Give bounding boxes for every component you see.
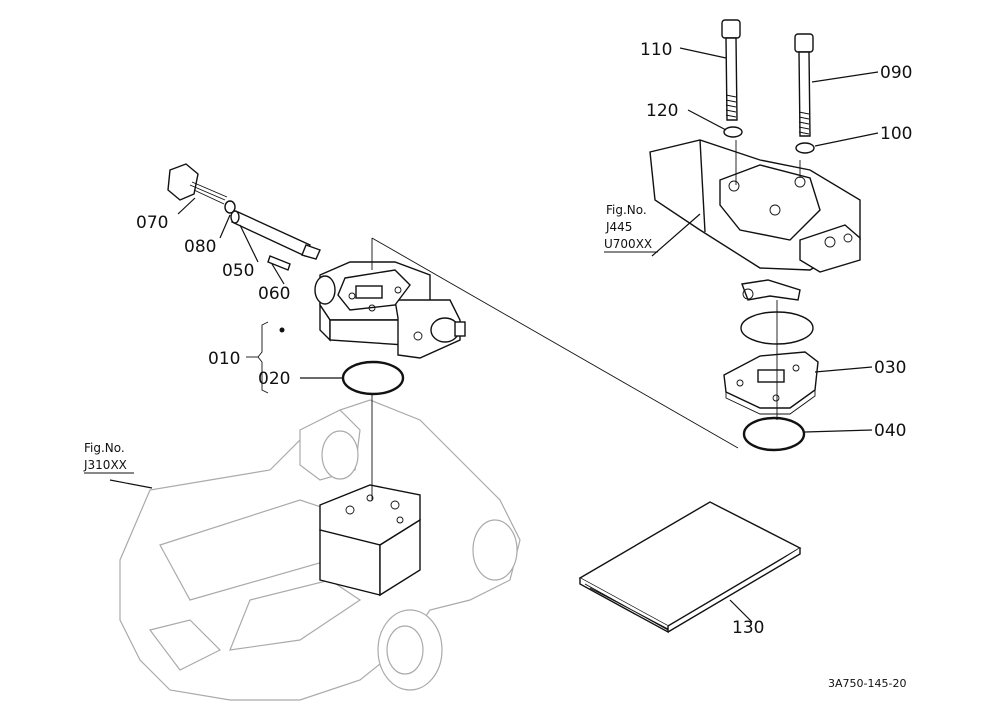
o-ring-020 xyxy=(341,360,405,396)
label-120: 120 xyxy=(646,101,678,121)
label-100: 100 xyxy=(880,124,912,144)
shaft-group xyxy=(167,163,321,271)
manual-130 xyxy=(578,501,802,634)
o-ring-040 xyxy=(742,416,806,452)
bolt-090 xyxy=(794,33,815,154)
label-080: 080 xyxy=(184,237,216,257)
leader-lines xyxy=(109,47,879,623)
label-010: 010 xyxy=(208,349,240,369)
ref-j310-fig: Fig.No. xyxy=(84,441,125,455)
label-110: 110 xyxy=(640,40,672,60)
bolt-110 xyxy=(721,19,743,138)
label-030: 030 xyxy=(874,358,906,378)
ref-j445-fig: Fig.No. xyxy=(606,203,647,217)
label-070: 070 xyxy=(136,213,168,233)
label-020: 020 xyxy=(258,369,290,389)
label-040: 040 xyxy=(874,421,906,441)
label-090: 090 xyxy=(880,63,912,83)
bracket-010 xyxy=(246,321,269,394)
right-assembly xyxy=(649,139,861,301)
ref-leader xyxy=(371,237,739,449)
plate-030 xyxy=(723,351,819,415)
valve-assembly xyxy=(279,261,466,359)
label-060: 060 xyxy=(258,284,290,304)
diagram-code: 3A750-145-20 xyxy=(828,677,906,690)
mount-block xyxy=(319,484,421,597)
ref-j445-model: U700XX xyxy=(604,237,652,251)
label-130: 130 xyxy=(732,618,764,638)
ref-j445-no: J445 xyxy=(605,220,632,234)
label-050: 050 xyxy=(222,261,254,281)
ref-j310-no: J310XX xyxy=(83,458,127,472)
